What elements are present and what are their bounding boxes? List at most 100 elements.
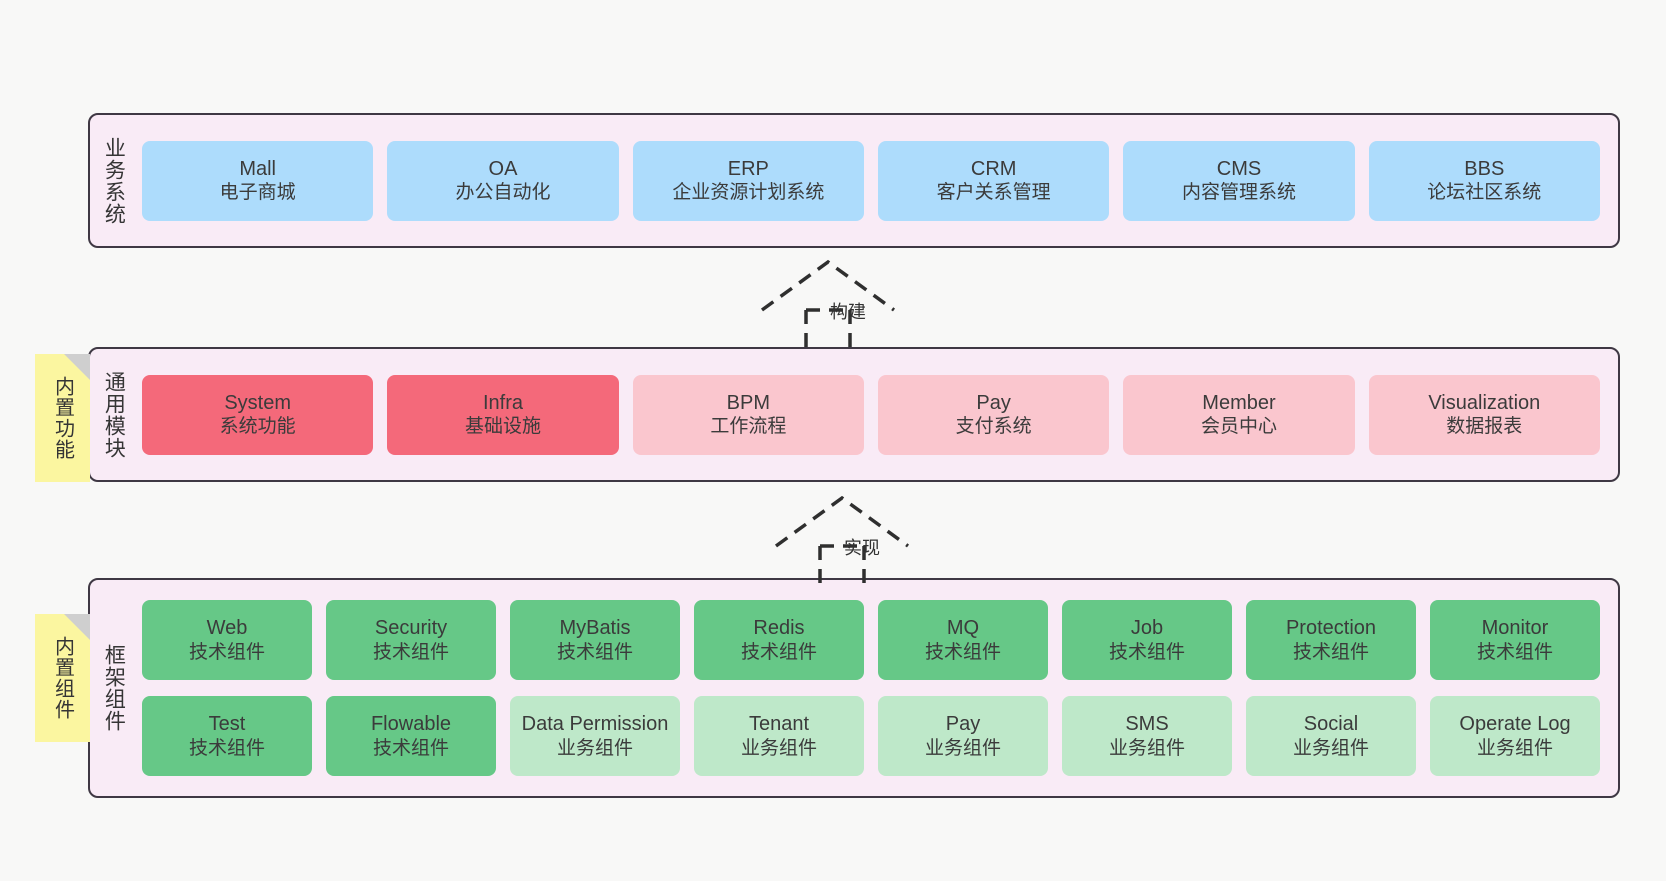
card-title: Pay bbox=[976, 391, 1011, 414]
card-subtitle: 业务组件 bbox=[1292, 737, 1369, 759]
card-title: BPM bbox=[726, 391, 770, 414]
card-protection[interactable]: Protection 技术组件 bbox=[1246, 600, 1416, 680]
connector-implement-arrow: 实现 bbox=[772, 494, 912, 584]
card-data-permission[interactable]: Data Permission 业务组件 bbox=[510, 696, 680, 776]
layer-common-modules: 通用模块 System 系统功能 Infra 基础设施 BPM 工作流程 Pay bbox=[88, 347, 1620, 482]
card-system[interactable]: System 系统功能 bbox=[142, 374, 374, 455]
card-subtitle: 会员中心 bbox=[1200, 416, 1277, 438]
card-oa[interactable]: OA 办公自动化 bbox=[387, 140, 619, 221]
card-subtitle: 电子商城 bbox=[219, 182, 296, 204]
card-subtitle: 工作流程 bbox=[710, 416, 787, 438]
card-crm[interactable]: CRM 客户关系管理 bbox=[877, 140, 1110, 221]
card-tenant[interactable]: Tenant 业务组件 bbox=[694, 696, 864, 776]
layer-body-business-systems: Mall 电子商城 OA 办公自动化 ERP 企业资源计划系统 CRM 客户关系… bbox=[136, 115, 1618, 246]
build-arrow-icon bbox=[760, 259, 896, 348]
card-subtitle: 客户关系管理 bbox=[936, 182, 1051, 204]
card-title: Redis bbox=[753, 617, 805, 640]
card-pay-business[interactable]: Pay 业务组件 bbox=[878, 696, 1048, 776]
card-title: Social bbox=[1303, 713, 1359, 736]
card-subtitle: 技术组件 bbox=[188, 737, 265, 759]
card-title: Visualization bbox=[1428, 391, 1541, 414]
card-subtitle: 业务组件 bbox=[1476, 737, 1553, 759]
card-subtitle: 技术组件 bbox=[372, 641, 449, 663]
card-subtitle: 技术组件 bbox=[188, 641, 265, 663]
connector-label: 实现 bbox=[844, 538, 880, 558]
card-social[interactable]: Social 业务组件 bbox=[1246, 696, 1416, 776]
implement-arrow-icon bbox=[774, 495, 910, 584]
card-title: Job bbox=[1130, 617, 1164, 640]
card-subtitle: 技术组件 bbox=[1476, 641, 1553, 663]
card-subtitle: 基础设施 bbox=[464, 416, 541, 438]
card-monitor[interactable]: Monitor 技术组件 bbox=[1430, 600, 1600, 680]
card-row: Test 技术组件 Flowable 技术组件 Data Permission … bbox=[142, 696, 1600, 776]
card-title: Pay bbox=[945, 713, 981, 736]
card-title: Mall bbox=[239, 157, 276, 180]
card-mq[interactable]: MQ 技术组件 bbox=[878, 600, 1048, 680]
card-job[interactable]: Job 技术组件 bbox=[1062, 600, 1232, 680]
connector-label: 构建 bbox=[830, 302, 866, 322]
layer-body-common-modules: System 系统功能 Infra 基础设施 BPM 工作流程 Pay 支付系统… bbox=[136, 349, 1618, 480]
card-subtitle: 办公自动化 bbox=[455, 182, 551, 204]
card-subtitle: 技术组件 bbox=[1108, 641, 1185, 663]
card-infra[interactable]: Infra 基础设施 bbox=[387, 374, 619, 455]
card-subtitle: 内容管理系统 bbox=[1181, 182, 1296, 204]
card-title: MQ bbox=[946, 617, 980, 640]
card-redis[interactable]: Redis 技术组件 bbox=[694, 600, 864, 680]
card-title: System bbox=[224, 391, 291, 414]
card-subtitle: 业务组件 bbox=[1108, 737, 1185, 759]
card-title: Member bbox=[1202, 391, 1276, 414]
card-title: CMS bbox=[1216, 157, 1262, 180]
card-bpm[interactable]: BPM 工作流程 bbox=[632, 374, 864, 455]
connector-build-arrow: 构建 bbox=[758, 258, 898, 348]
layer-body-framework-components: Web 技术组件 Security 技术组件 MyBatis 技术组件 Redi… bbox=[136, 580, 1618, 796]
card-title: BBS bbox=[1464, 157, 1505, 180]
card-flowable[interactable]: Flowable 技术组件 bbox=[326, 696, 496, 776]
card-title: Protection bbox=[1285, 617, 1377, 640]
card-subtitle: 技术组件 bbox=[1292, 641, 1369, 663]
card-security[interactable]: Security 技术组件 bbox=[326, 600, 496, 680]
layer-label-framework-components: 框架组件 bbox=[102, 644, 126, 732]
card-visualization[interactable]: Visualization 数据报表 bbox=[1368, 374, 1600, 455]
card-mall[interactable]: Mall 电子商城 bbox=[142, 140, 374, 221]
card-test[interactable]: Test 技术组件 bbox=[142, 696, 312, 776]
card-subtitle: 支付系统 bbox=[955, 416, 1032, 438]
card-subtitle: 技术组件 bbox=[372, 737, 449, 759]
card-bbs[interactable]: BBS 论坛社区系统 bbox=[1368, 140, 1600, 221]
card-operate-log[interactable]: Operate Log 业务组件 bbox=[1430, 696, 1600, 776]
card-row: System 系统功能 Infra 基础设施 BPM 工作流程 Pay 支付系统… bbox=[142, 374, 1600, 455]
sticky-note-text: 内置功能 bbox=[51, 376, 74, 460]
card-title: Infra bbox=[482, 391, 523, 414]
card-cms[interactable]: CMS 内容管理系统 bbox=[1123, 140, 1355, 221]
card-title: Data Permission bbox=[521, 713, 669, 736]
card-subtitle: 数据报表 bbox=[1446, 416, 1523, 438]
card-title: Test bbox=[208, 713, 246, 736]
card-subtitle: 技术组件 bbox=[924, 641, 1001, 663]
layer-label-business-systems: 业务系统 bbox=[102, 136, 126, 225]
card-subtitle: 业务组件 bbox=[740, 737, 817, 759]
card-subtitle: 业务组件 bbox=[556, 737, 633, 759]
sticky-note-builtin-components: 内置组件 bbox=[35, 614, 90, 742]
card-subtitle: 企业资源计划系统 bbox=[672, 182, 825, 204]
card-title: Security bbox=[374, 617, 448, 640]
card-title: Web bbox=[206, 617, 248, 640]
card-title: Monitor bbox=[1481, 617, 1549, 640]
sticky-note-text: 内置组件 bbox=[51, 636, 74, 720]
card-web[interactable]: Web 技术组件 bbox=[142, 600, 312, 680]
card-sms[interactable]: SMS 业务组件 bbox=[1062, 696, 1232, 776]
card-pay[interactable]: Pay 支付系统 bbox=[877, 374, 1110, 455]
card-mybatis[interactable]: MyBatis 技术组件 bbox=[510, 600, 680, 680]
card-title: CRM bbox=[970, 157, 1017, 180]
card-member[interactable]: Member 会员中心 bbox=[1123, 374, 1355, 455]
card-subtitle: 论坛社区系统 bbox=[1427, 182, 1542, 204]
card-title: SMS bbox=[1125, 713, 1169, 736]
card-subtitle: 业务组件 bbox=[924, 737, 1001, 759]
card-title: ERP bbox=[727, 157, 769, 180]
layer-label-common-modules: 通用模块 bbox=[102, 370, 126, 459]
card-erp[interactable]: ERP 企业资源计划系统 bbox=[632, 140, 864, 221]
card-row: Web 技术组件 Security 技术组件 MyBatis 技术组件 Redi… bbox=[142, 600, 1600, 680]
sticky-note-builtin-features: 内置功能 bbox=[35, 354, 90, 482]
card-title: OA bbox=[488, 157, 518, 180]
layer-framework-components: 框架组件 Web 技术组件 Security 技术组件 MyBatis 技术组件… bbox=[88, 578, 1620, 798]
card-subtitle: 技术组件 bbox=[556, 641, 633, 663]
